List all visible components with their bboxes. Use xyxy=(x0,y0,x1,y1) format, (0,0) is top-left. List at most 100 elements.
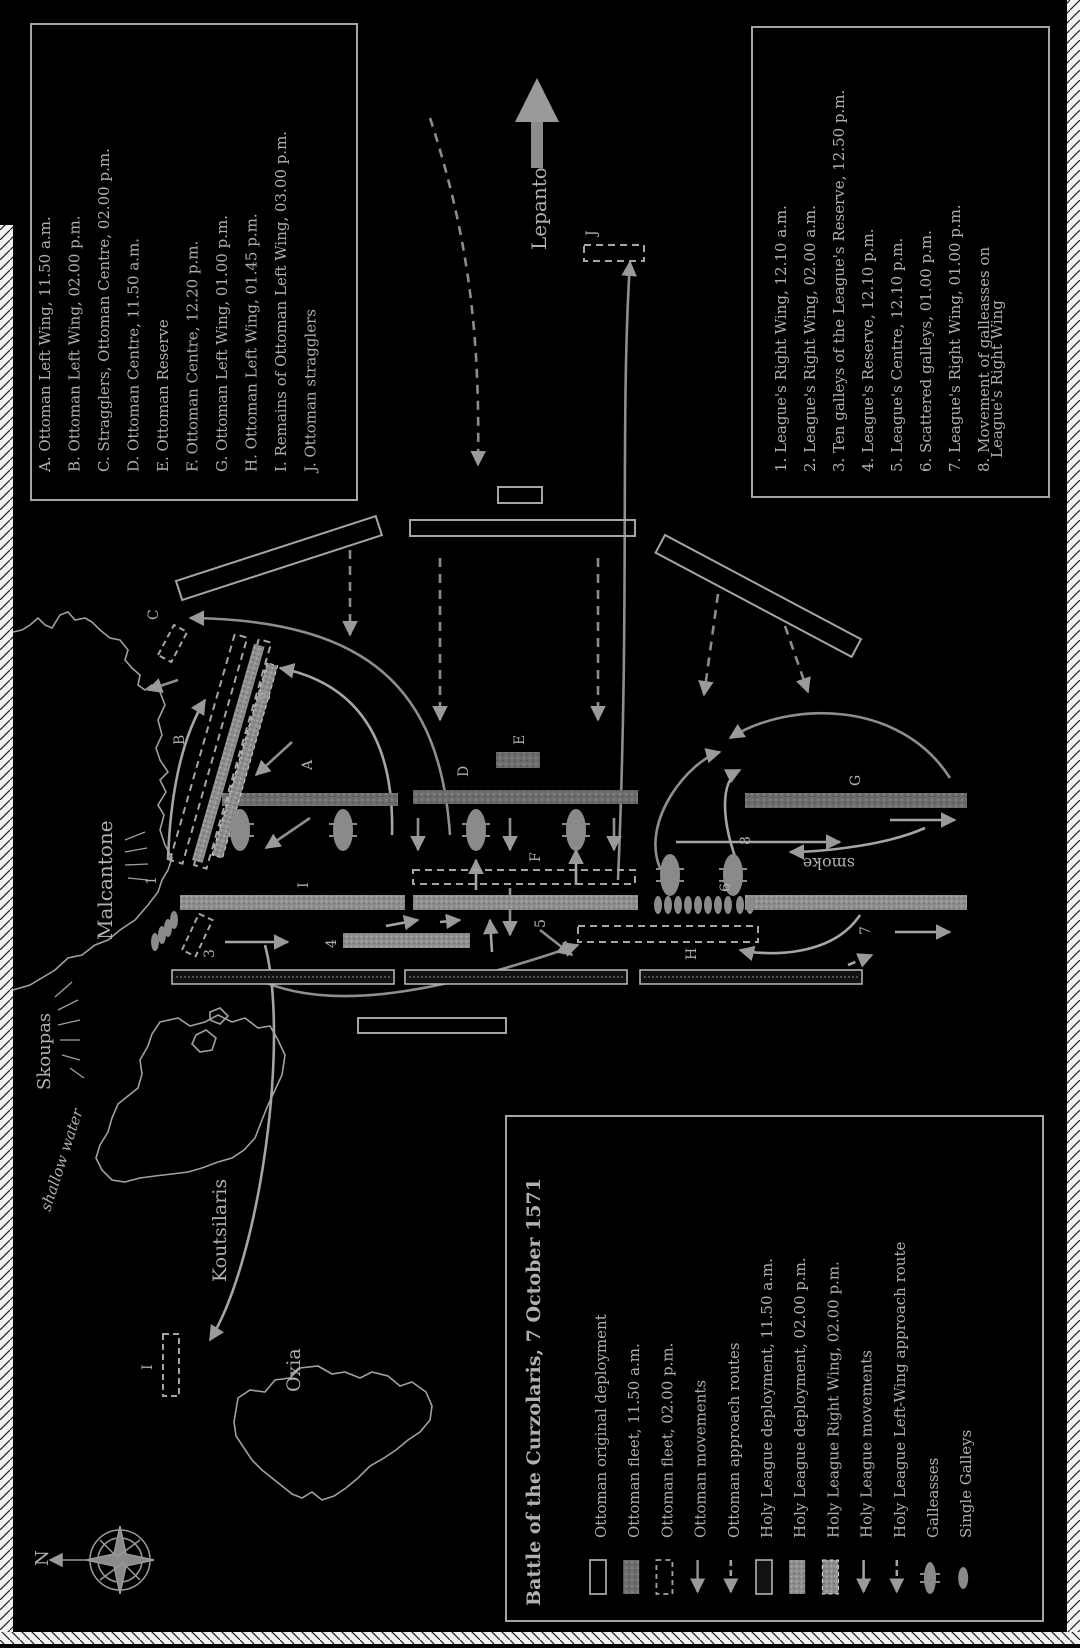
marker-A: A xyxy=(300,759,316,771)
label-smoke: smoke xyxy=(803,854,855,873)
legend-swatch xyxy=(655,1559,674,1595)
skoupas-rays xyxy=(54,981,85,1079)
league-key-item: 6. Scattered galleys, 01.00 p.m. xyxy=(917,230,935,472)
league-02-centre xyxy=(413,895,638,910)
ottoman-fleet-G xyxy=(745,793,967,808)
approach-route xyxy=(428,117,487,467)
legend-item-label: Ottoman movements xyxy=(692,1380,710,1538)
galleasses xyxy=(226,809,747,896)
single-galleys xyxy=(151,896,754,951)
league-11-right xyxy=(639,969,863,985)
malcantone-rays xyxy=(124,831,149,881)
place-malcantone: Malcantone xyxy=(93,820,117,940)
league-key-item: 3. Ten galleys of the League's Reserve, … xyxy=(830,90,848,472)
marker-4: 4 xyxy=(324,939,340,948)
legend-swatch xyxy=(958,1567,969,1589)
league-02-right xyxy=(745,895,967,910)
coastline xyxy=(12,611,433,1501)
ottoman-key-item: A. Ottoman Left Wing, 11.50 a.m. xyxy=(36,216,54,473)
marker-8: 8 xyxy=(738,836,754,845)
legend-item-label: Holy League deployment, 02.00 p.m. xyxy=(791,1257,809,1538)
koutsilaris-islet-1 xyxy=(191,1029,217,1053)
place-oxia: Oxia xyxy=(283,1348,305,1392)
ottoman-key-item: B. Ottoman Left Wing, 02.00 p.m. xyxy=(66,215,84,472)
marker-C: C xyxy=(146,609,162,620)
league-key-item: 1. League's Right Wing, 12.10 a.m. xyxy=(772,205,790,472)
ottoman-fleet-E xyxy=(496,752,540,768)
ottoman-original-bottom xyxy=(357,1017,507,1034)
legend-item-label: Holy League movements xyxy=(858,1350,876,1538)
ottoman-key-item: C. Stragglers, Ottoman Centre, 02.00 p.m… xyxy=(95,148,113,472)
legend-swatch xyxy=(821,1559,839,1595)
ottoman-key-item: I. Remains of Ottoman Left Wing, 03.00 p… xyxy=(272,131,290,472)
place-lepanto: Lepanto xyxy=(527,167,551,250)
ottoman-original-reserve xyxy=(497,486,543,504)
legend-swatch xyxy=(589,1559,607,1595)
legend-item-label: Ottoman fleet, 02.00 p.m. xyxy=(658,1343,676,1538)
legend-item-label: Single Galleys xyxy=(957,1430,975,1538)
ottoman-key-box xyxy=(30,23,358,501)
legend-swatch xyxy=(755,1559,773,1595)
league-11-left xyxy=(171,969,395,985)
legend-item-label: Galleasses xyxy=(924,1458,942,1538)
lepanto-arrow xyxy=(515,78,559,168)
league-reserve-4 xyxy=(343,933,470,948)
mainland-coast xyxy=(12,611,173,991)
ottoman-original-left xyxy=(174,514,384,602)
koutsilaris-island xyxy=(95,1014,286,1183)
approach-route xyxy=(698,593,720,697)
ottoman-key-item: G. Ottoman Left Wing, 01.00 p.m. xyxy=(213,215,231,472)
marker-I: I xyxy=(296,882,312,888)
marker-D: D xyxy=(456,766,472,777)
marker-E: E xyxy=(512,735,528,745)
marker-7: 7 xyxy=(858,926,874,935)
ottoman-fleet-J xyxy=(583,244,645,262)
league-rw-2-a xyxy=(192,643,265,864)
frame-bottom xyxy=(0,1632,1080,1644)
marker-6: 6 xyxy=(718,883,734,892)
marker-1: 1 xyxy=(144,876,160,885)
ottoman-original-centre xyxy=(409,519,636,537)
ottoman-fleet-B2 xyxy=(192,637,273,870)
league-rw-2-b xyxy=(211,662,279,859)
league-key-list: 1. League's Right Wing, 12.10 a.m. 2. Lea… xyxy=(772,90,1006,472)
ottoman-fleet-B1 xyxy=(168,632,249,865)
marker-3: 3 xyxy=(202,949,218,958)
legend-swatch xyxy=(920,1562,940,1594)
league-key-item: 2. League's Right Wing, 02.00 a.m. xyxy=(801,205,819,472)
place-skoupas: Skoupas xyxy=(34,1013,55,1090)
ottoman-original-right xyxy=(654,533,863,659)
legend-swatch xyxy=(789,1560,806,1594)
legend-entries: Ottoman original deployment Ottoman fleet… xyxy=(589,1242,975,1595)
legend-item-label: Ottoman fleet, 11.50 a.m. xyxy=(625,1343,643,1538)
frame-left xyxy=(0,225,13,1644)
legend-box xyxy=(505,1115,1044,1622)
league-11-centre xyxy=(404,969,628,985)
league-key-item: 5. League's Centre, 12.10 p.m. xyxy=(888,238,906,472)
ottoman-fleet-I xyxy=(162,1333,180,1397)
place-koutsilaris: Koutsilaris xyxy=(209,1179,231,1282)
legend-item-label: Holy League deployment, 11.50 a.m. xyxy=(758,1258,776,1538)
league-key-item: League's Right Wing xyxy=(988,300,1006,458)
legend-swatch xyxy=(623,1560,640,1594)
ottoman-key-item: E. Ottoman Reserve xyxy=(154,319,172,472)
movement-arrows xyxy=(146,117,957,1342)
league-key-box xyxy=(751,26,1050,498)
marker-5: 5 xyxy=(533,919,549,928)
league-key-item: 7. League's Right Wing, 01.00 p.m. xyxy=(946,204,964,472)
marker-B: B xyxy=(172,735,188,745)
ottoman-fleet-D xyxy=(413,790,638,804)
marker-G: G xyxy=(848,775,864,786)
legend-item-label: Ottoman original deployment xyxy=(592,1314,610,1538)
ottoman-fleet-F xyxy=(412,869,636,885)
legend-title: Battle of the Curzolaris, 7 October 1571 xyxy=(523,1178,545,1606)
map-markers: A B C D E F G H I J I 1 2 3 4 5 6 7 8 xyxy=(140,230,874,1370)
marker-H: H xyxy=(684,948,700,960)
fleet-formations xyxy=(156,244,967,1397)
legend-item-label: Holy League Left-Wing approach route xyxy=(891,1242,909,1538)
marker-F: F xyxy=(528,852,544,862)
north-label: N xyxy=(32,1550,53,1566)
ottoman-key-item: D. Ottoman Centre, 11.50 a.m. xyxy=(125,238,143,472)
